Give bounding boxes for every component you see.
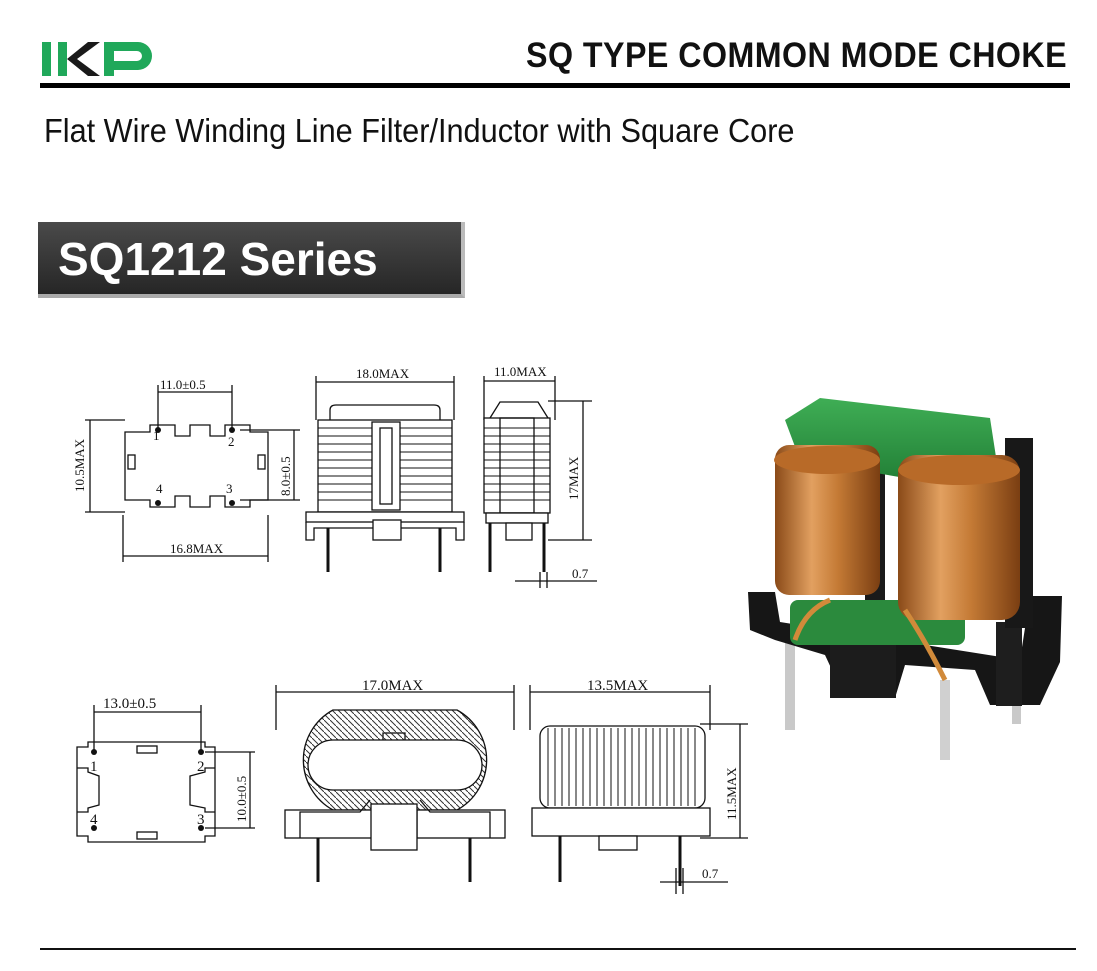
- dim-side-height: 17MAX: [566, 456, 581, 500]
- dim-bottom-side-width: 13.5MAX: [587, 678, 648, 694]
- bottom-footprint-view: [76, 705, 255, 843]
- footer-rule: [40, 948, 1076, 950]
- header-rule: [40, 83, 1070, 88]
- dim-top-footprint-height: 10.5MAX: [72, 438, 87, 492]
- top-footprint-view: [85, 385, 300, 562]
- dim-top-footprint-width: 16.8MAX: [170, 541, 224, 556]
- pin-label-4: 4: [156, 481, 163, 496]
- dim-bottom-pin-diameter: 0.7: [702, 866, 719, 881]
- dim-bottom-pin-spacing: 13.0±0.5: [103, 696, 156, 712]
- dim-bottom-top-width: 17.0MAX: [362, 678, 423, 694]
- bottom-side-view: [529, 685, 748, 894]
- pin-label-b3: 3: [197, 812, 205, 828]
- product-photo: [748, 398, 1062, 760]
- dim-bottom-row-spacing: 10.0±0.5: [234, 776, 249, 822]
- top-side-windings: [484, 427, 550, 501]
- bottom-top-view: [275, 685, 515, 882]
- pin-label-3: 3: [226, 481, 233, 496]
- top-footprint-pins: [155, 427, 235, 506]
- pin-label-1: 1: [153, 428, 160, 443]
- pin-label-2: 2: [228, 434, 235, 449]
- dim-top-row-spacing: 8.0±0.5: [278, 456, 293, 496]
- series-label: SQ1212 Series: [58, 233, 378, 285]
- bottom-footprint-pins: [91, 749, 204, 831]
- top-front-view: [305, 376, 465, 572]
- top-front-windings: [318, 427, 452, 501]
- bottom-side-windings: [547, 728, 696, 806]
- product-subtitle: Flat Wire Winding Line Filter/Inductor w…: [44, 112, 795, 149]
- ikp-logo: [40, 38, 155, 80]
- pin-label-b2: 2: [197, 759, 205, 775]
- pin-label-b1: 1: [90, 759, 98, 775]
- dim-side-width: 11.0MAX: [494, 364, 547, 379]
- dim-bottom-side-height: 11.5MAX: [724, 767, 739, 820]
- dim-top-pin-spacing: 11.0±0.5: [160, 377, 206, 392]
- series-banner: SQ1212 Series: [38, 222, 465, 298]
- top-side-view: [483, 376, 597, 588]
- document-title: SQ TYPE COMMON MODE CHOKE: [525, 36, 1067, 75]
- pin-label-b4: 4: [90, 812, 98, 828]
- dim-front-width: 18.0MAX: [356, 366, 410, 381]
- dim-pin-diameter: 0.7: [572, 566, 589, 581]
